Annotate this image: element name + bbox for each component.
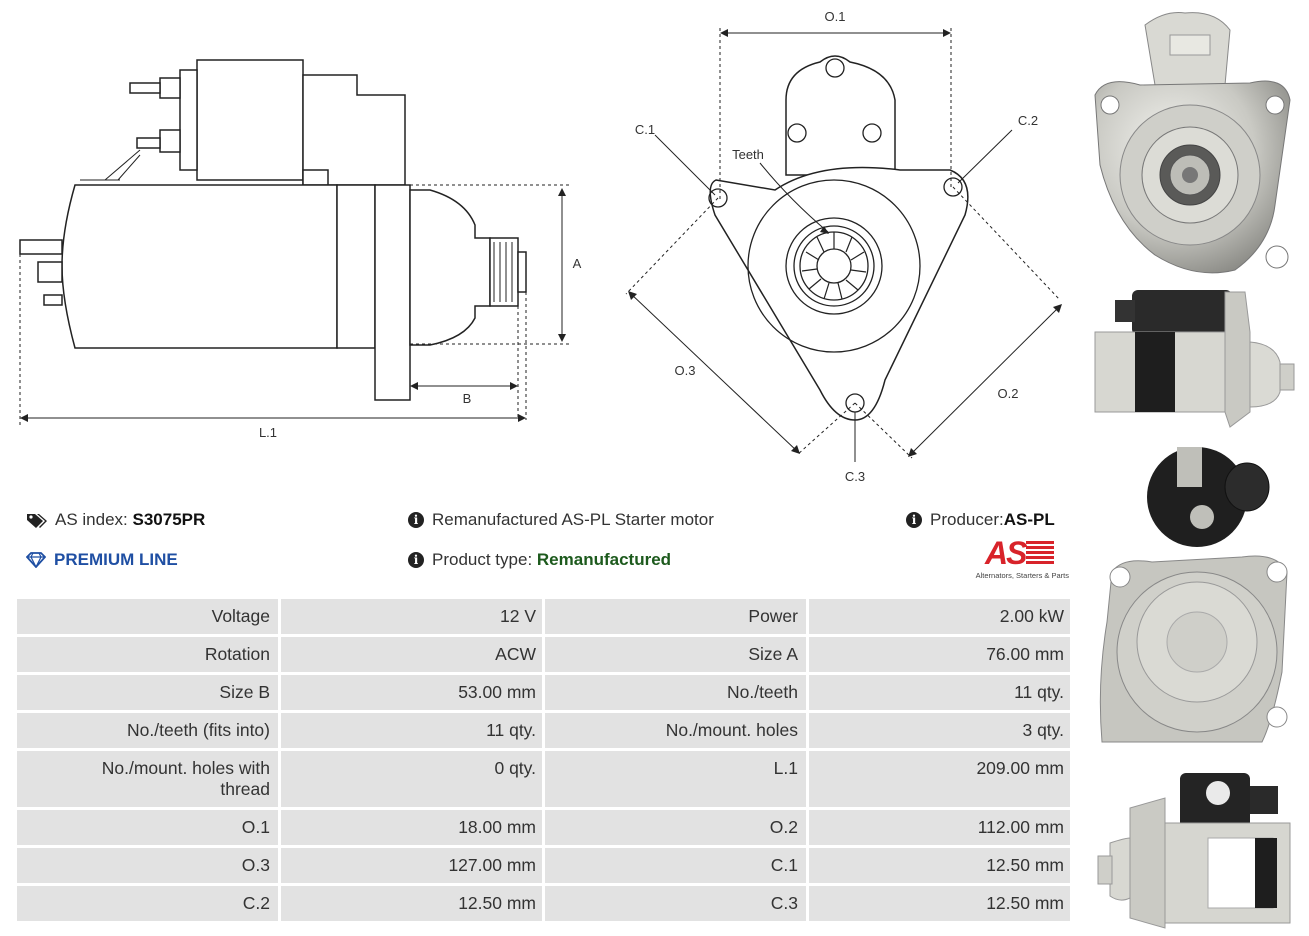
as-index: AS index: S3075PR xyxy=(26,510,205,530)
premium-line-label: PREMIUM LINE xyxy=(54,550,178,569)
table-row: O.1 18.00 mm O.2 112.00 mm xyxy=(17,810,1070,845)
table-row: Voltage 12 V Power 2.00 kW xyxy=(17,599,1070,634)
producer: i Producer:AS-PL xyxy=(906,510,1055,530)
spec-value: 12 V xyxy=(281,599,542,634)
table-row: No./mount. holes with thread 0 qty. L.1 … xyxy=(17,751,1070,807)
as-index-label: AS index: xyxy=(55,510,128,529)
dim-c2-label: C.2 xyxy=(1018,113,1038,128)
spec-value: 2.00 kW xyxy=(809,599,1070,634)
product-type-label: Product type: xyxy=(432,550,533,569)
description-text: Remanufactured AS-PL Starter motor xyxy=(432,510,714,529)
spec-label: Size B xyxy=(17,675,278,710)
spec-value: 12.50 mm xyxy=(809,848,1070,883)
spec-value: 209.00 mm xyxy=(809,751,1070,807)
product-type: i Product type: Remanufactured xyxy=(408,550,671,570)
info-icon: i xyxy=(906,512,922,528)
spec-label: C.2 xyxy=(17,886,278,921)
as-pl-logo: AS Alternators, Starters & Parts xyxy=(963,535,1069,582)
dim-c3-label: C.3 xyxy=(845,469,865,484)
product-photo-side[interactable] xyxy=(1090,282,1305,432)
dim-o3-label: O.3 xyxy=(675,363,696,378)
spec-value: 18.00 mm xyxy=(281,810,542,845)
spec-value: 76.00 mm xyxy=(809,637,1070,672)
spec-value: 12.50 mm xyxy=(281,886,542,921)
spec-value: ACW xyxy=(281,637,542,672)
spec-label: Voltage xyxy=(17,599,278,634)
dim-b-label: B xyxy=(463,391,472,406)
producer-label: Producer: xyxy=(930,510,1004,529)
side-view-diagram: A B L.1 xyxy=(19,59,582,440)
premium-line-badge: PREMIUM LINE xyxy=(26,550,178,570)
teeth-label: Teeth xyxy=(732,147,764,162)
spec-label: Rotation xyxy=(17,637,278,672)
product-photo-label[interactable] xyxy=(1090,768,1305,933)
product-photo-front[interactable] xyxy=(1085,5,1300,280)
spec-value: 11 qty. xyxy=(281,713,542,748)
info-icon: i xyxy=(408,512,424,528)
spec-value: 3 qty. xyxy=(809,713,1070,748)
spec-label: No./teeth (fits into) xyxy=(17,713,278,748)
dim-a-label: A xyxy=(573,256,582,271)
spec-label: No./mount. holes with thread xyxy=(17,751,278,807)
tags-icon xyxy=(27,514,47,528)
table-row: Rotation ACW Size A 76.00 mm xyxy=(17,637,1070,672)
dim-c1-label: C.1 xyxy=(635,122,655,137)
spec-label: C.1 xyxy=(545,848,806,883)
spec-label: O.2 xyxy=(545,810,806,845)
as-index-value: S3075PR xyxy=(132,510,206,529)
product-type-value: Remanufactured xyxy=(536,550,672,569)
spec-value: 12.50 mm xyxy=(809,886,1070,921)
table-row: Size B 53.00 mm No./teeth 11 qty. xyxy=(17,675,1070,710)
front-view-diagram: O.1 O.2 O.3 C.1 C.2 C.3 Teeth xyxy=(625,9,1062,484)
dim-l1-label: L.1 xyxy=(259,425,277,440)
logo-tagline: Alternators, Starters & Parts xyxy=(975,571,1069,580)
product-description: i Remanufactured AS-PL Starter motor xyxy=(408,510,714,530)
spec-value: 53.00 mm xyxy=(281,675,542,710)
dim-o2-label: O.2 xyxy=(998,386,1019,401)
diamond-icon xyxy=(26,552,46,568)
table-row: O.3 127.00 mm C.1 12.50 mm xyxy=(17,848,1070,883)
dim-o1-label: O.1 xyxy=(825,9,846,24)
producer-value: AS-PL xyxy=(1003,510,1055,529)
info-icon: i xyxy=(408,552,424,568)
spec-label: Power xyxy=(545,599,806,634)
table-row: C.2 12.50 mm C.3 12.50 mm xyxy=(17,886,1070,921)
spec-value: 11 qty. xyxy=(809,675,1070,710)
spec-label: No./mount. holes xyxy=(545,713,806,748)
product-photo-rear[interactable] xyxy=(1092,442,1302,762)
logo-text: AS xyxy=(985,535,1027,571)
spec-label: L.1 xyxy=(545,751,806,807)
spec-label: O.1 xyxy=(17,810,278,845)
spec-label: No./teeth xyxy=(545,675,806,710)
spec-value: 0 qty. xyxy=(281,751,542,807)
spec-value: 127.00 mm xyxy=(281,848,542,883)
spec-label: C.3 xyxy=(545,886,806,921)
spec-label: Size A xyxy=(545,637,806,672)
table-row: No./teeth (fits into) 11 qty. No./mount.… xyxy=(17,713,1070,748)
spec-value: 112.00 mm xyxy=(809,810,1070,845)
specification-table: Voltage 12 V Power 2.00 kW Rotation ACW … xyxy=(14,596,1073,924)
spec-label: O.3 xyxy=(17,848,278,883)
